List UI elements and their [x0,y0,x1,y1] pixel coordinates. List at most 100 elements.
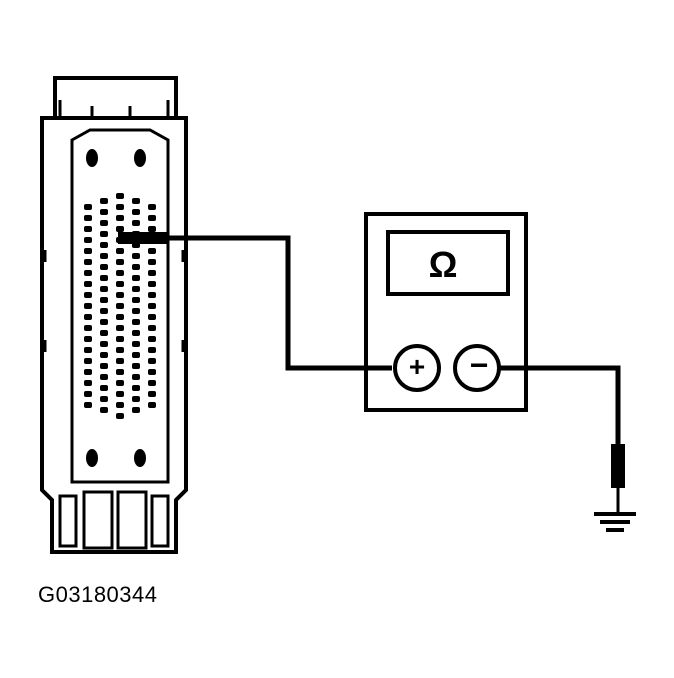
connector-pin [148,314,156,320]
connector-pin [84,226,92,232]
ohm-symbol: Ω [428,244,458,285]
connector-body [40,116,188,554]
connector-pin [132,308,140,314]
connector-pin [84,391,92,397]
connector-pin [148,281,156,287]
connector-pin [100,264,108,270]
connector-pin [100,407,108,413]
connector-pin [84,292,92,298]
connector-pin [148,270,156,276]
connector-pin [116,325,124,331]
connector-pin [116,336,124,342]
connector-pin [84,402,92,408]
connector-pin [148,402,156,408]
connector-pin [132,363,140,369]
connector-pin [100,275,108,281]
connector-pin [100,220,108,226]
connector-pin [148,391,156,397]
connector-pin [100,242,108,248]
connector-pin [148,226,156,232]
connector-pin [116,303,124,309]
connector-pin [100,308,108,314]
connector-pin [148,303,156,309]
connector-pin [116,413,124,419]
connector-pin [116,270,124,276]
connector-pin [100,374,108,380]
connector-pin [148,204,156,210]
connector-pin [100,286,108,292]
connector-pin [100,319,108,325]
module-connector [40,76,188,554]
ground-symbol [594,512,636,532]
connector-pin [84,336,92,342]
connector-pin [100,330,108,336]
connector-pin [84,270,92,276]
connector-pin [132,330,140,336]
connector-mounting-holes [86,149,146,467]
positive-terminal [393,344,441,392]
connector-pin [84,281,92,287]
connector-pin [132,253,140,259]
connector-pin [84,303,92,309]
connector-pin [116,215,124,221]
connector-recess [70,128,170,484]
connector-pin [116,391,124,397]
connector-pin [84,215,92,221]
connector-pin [148,336,156,342]
connector-pin [132,319,140,325]
negative-test-lead [499,365,621,446]
connector-pin [84,325,92,331]
connector-pin [84,237,92,243]
connector-pin [100,341,108,347]
connector-pin [148,358,156,364]
connector-pin [84,358,92,364]
ohmmeter-body [364,212,528,412]
connector-pin-grid [84,193,156,419]
connector-pin [100,352,108,358]
connector-pin [148,380,156,386]
connector-pin [132,341,140,347]
connector-pin [116,358,124,364]
connector-pin [148,215,156,221]
connector-pin [116,248,124,254]
connector-pin [132,198,140,204]
connector-pin [148,248,156,254]
connector-pin [116,369,124,375]
connector-pin [116,226,124,232]
connector-pin [148,347,156,353]
connector-pin [132,297,140,303]
connector-pin [100,297,108,303]
connector-pin [116,281,124,287]
connector-pin [132,396,140,402]
connector-pin [132,275,140,281]
connector-pin [132,209,140,215]
connector-pin [100,385,108,391]
connector-pin [84,259,92,265]
connector-pin [132,374,140,380]
negative-terminal-label: − [469,347,489,383]
ohmmeter [364,212,528,412]
connector-pin [116,193,124,199]
connector-pin [116,402,124,408]
connector-pin [100,363,108,369]
connector-pin [148,369,156,375]
connector-pin [116,259,124,265]
connector-pin [116,292,124,298]
figure-id: G03180344 [38,582,158,607]
connector-pin [132,286,140,292]
connector-pin [84,347,92,353]
connector-pin [84,369,92,375]
positive-test-lead [120,235,392,371]
connector-pin [148,325,156,331]
connector-pin [100,231,108,237]
connector-pin [132,220,140,226]
positive-terminal-label: + [408,351,426,382]
connector-pin [116,314,124,320]
connector-pin [148,259,156,265]
connector-pin [84,314,92,320]
connector-pin [148,292,156,298]
connector-pin [100,198,108,204]
connector-pin [132,407,140,413]
connector-pin [100,396,108,402]
